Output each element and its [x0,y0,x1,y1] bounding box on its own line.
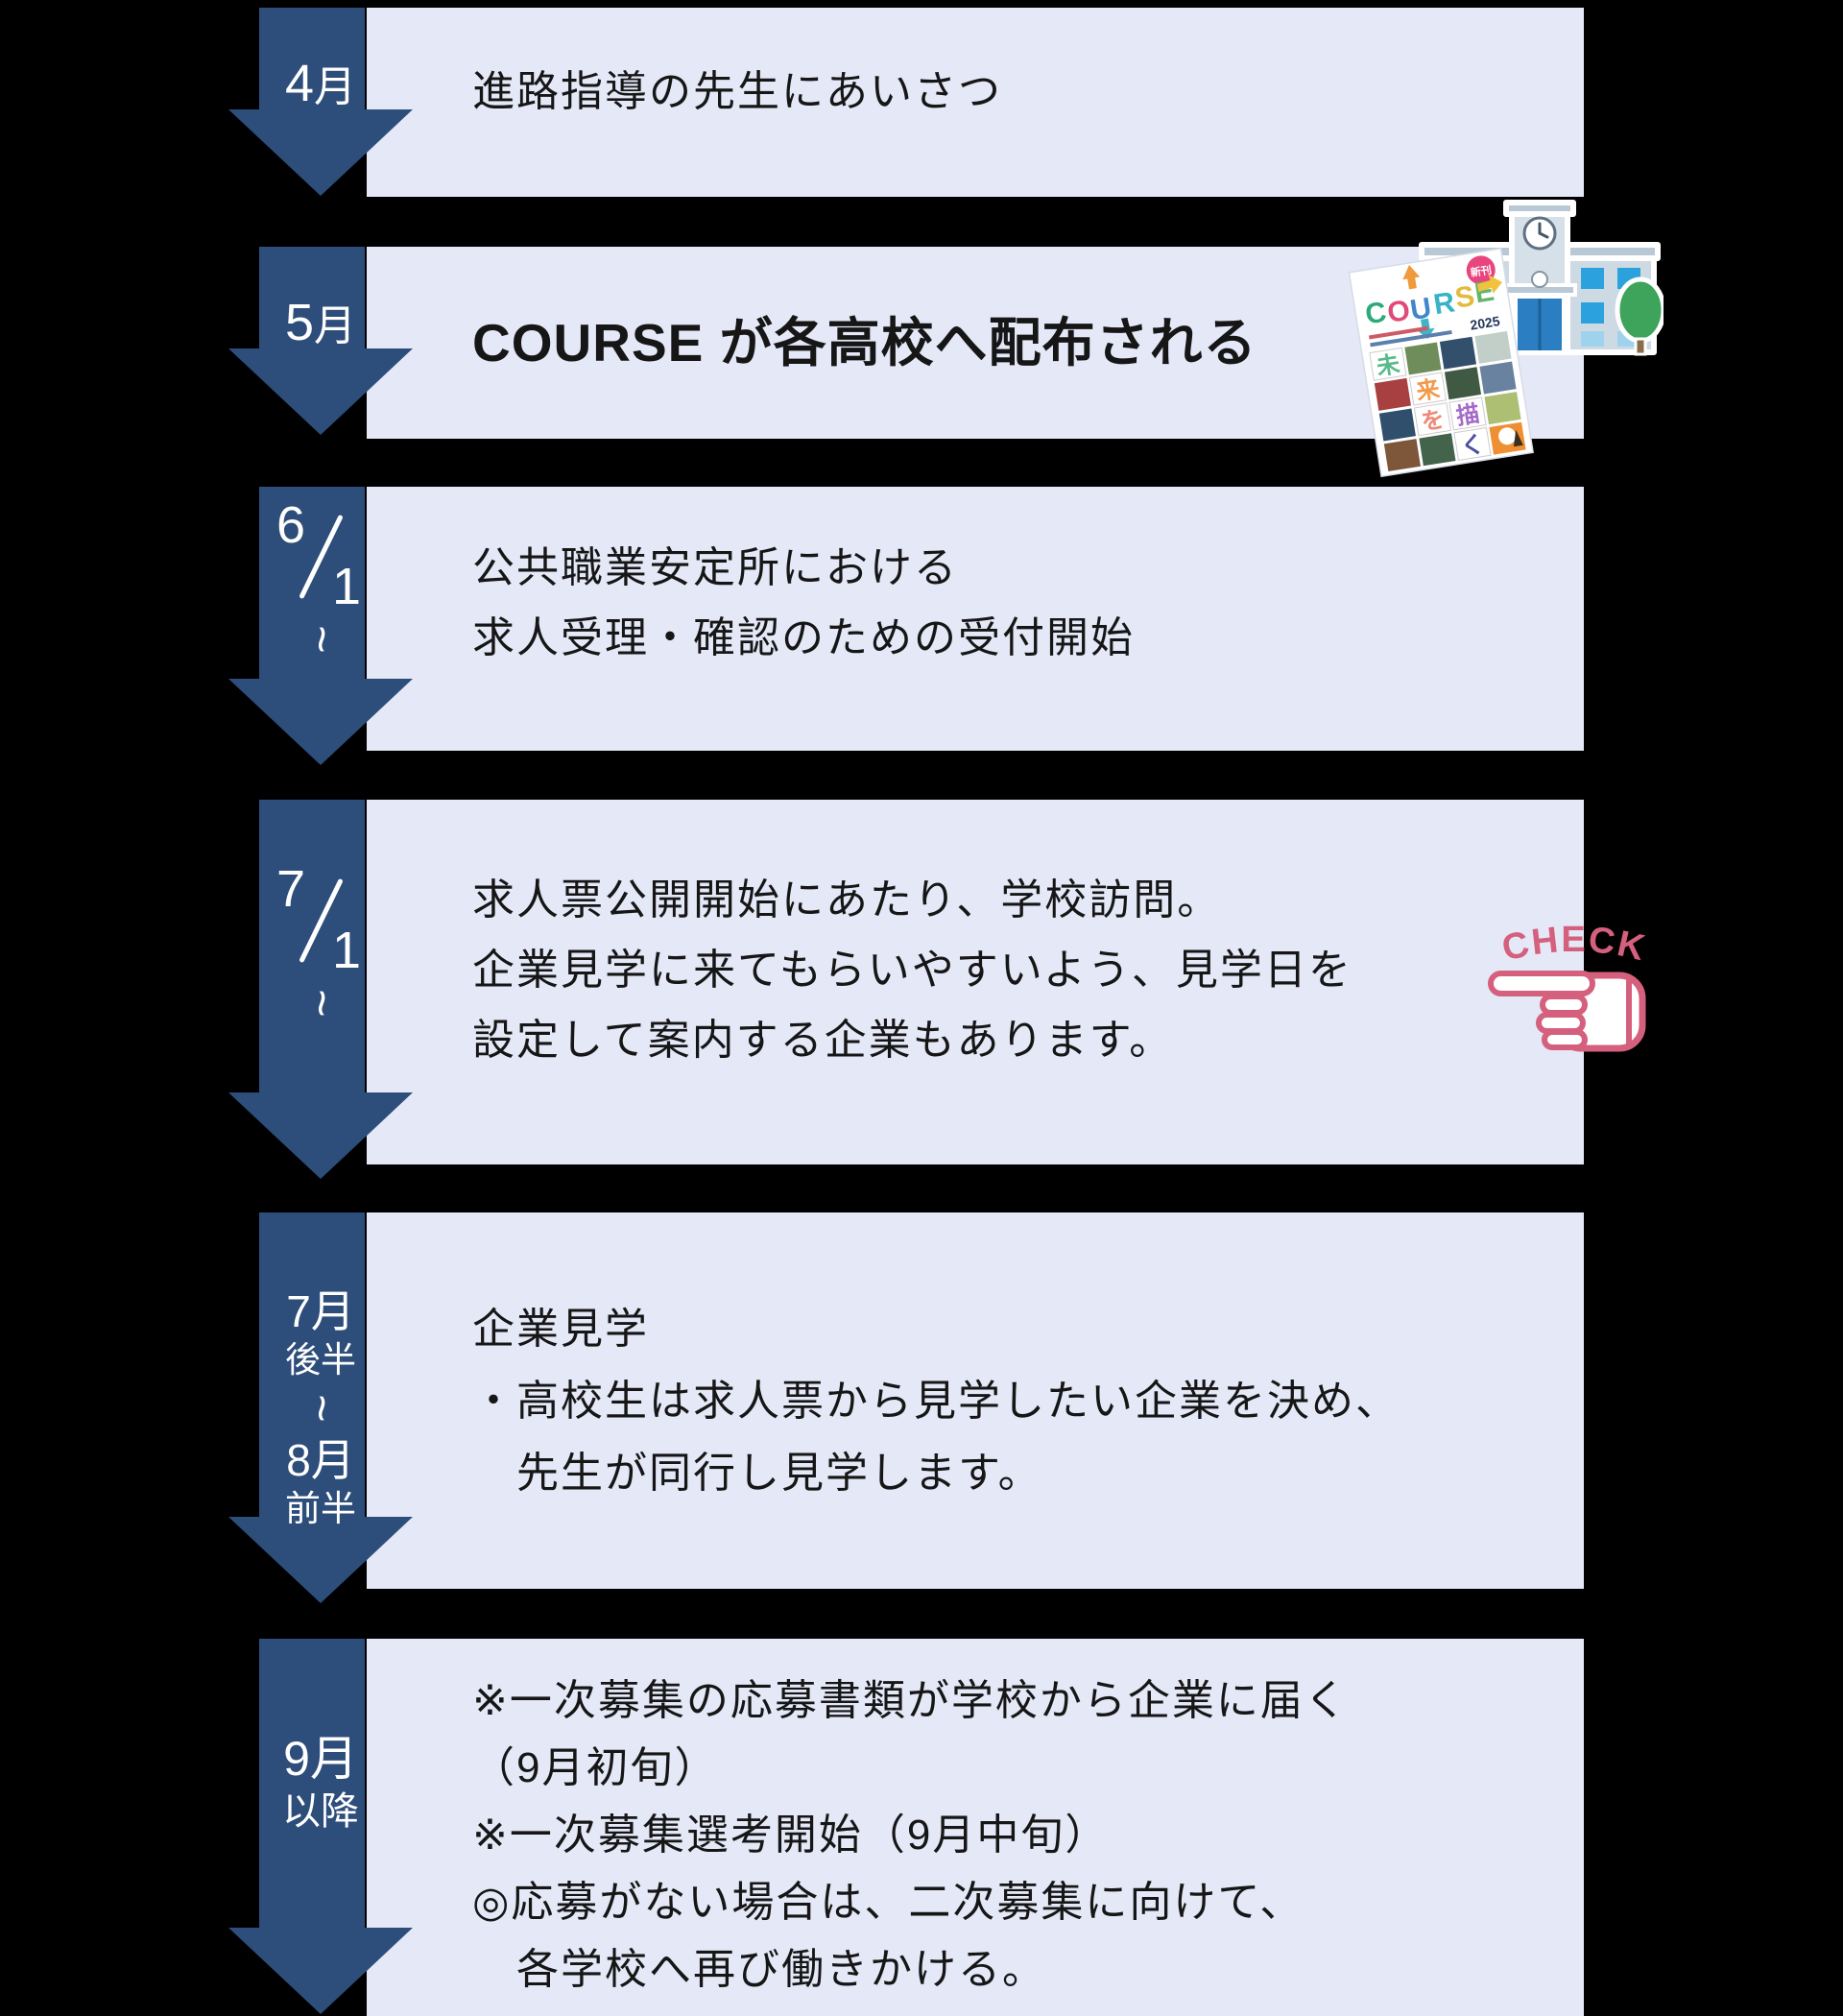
step-3-date-label: 6 1 ~ [228,487,413,679]
down-arrow-icon [228,1639,413,2014]
check-label: CHECK [1498,920,1650,970]
step-6-text-line3: ※一次募集選考開始（9月中旬） [472,1811,1110,1859]
step-6-text-line1: ※一次募集の応募書類が学校から企業に届く [472,1676,1349,1724]
step-6-date-label: 9月 以降 [228,1639,413,1928]
step-5-date-label: 7月 後半 ~ 8月 前半 [228,1212,413,1603]
timeline-step-6-arrow: 9月 以降 [228,1639,413,2014]
timeline-step-5-box: 企業見学 ・高校生は求人票から見学したい企業を決め、 先生が同行し見学します。 [367,1212,1584,1589]
down-arrow-icon [228,1212,413,1603]
step-5-text-line1: 企業見学 [472,1305,649,1353]
cover-kanji: く [1459,431,1486,460]
step-4-text-line1: 求人票公開開始にあたり、学校訪問。 [472,876,1222,924]
timeline-step-5-arrow: 7月 後半 ~ 8月 前半 [228,1212,413,1603]
step-5-text-line2: ・高校生は求人票から見学したい企業を決め、 [472,1377,1400,1425]
new-issue-badge [1466,255,1496,285]
cover-kanji: 来 [1415,375,1443,406]
step-2-text: COURSE が各高校へ配布される [472,312,1257,372]
school-emblem [1531,271,1548,288]
step-6-text-line5: 各学校へ再び働きかける。 [472,1945,1046,1993]
date-stack: 7月 後半 ~ 8月 前半 [285,1285,356,1528]
step-4-text-line3: 設定して案内する企業もあります。 [472,1016,1174,1064]
check-badge: CHECK [1488,920,1650,1052]
step-4-text-line2: 企業見学に来てもらいやすいよう、見学日を [472,946,1352,994]
step-1-text: 進路指導の先生にあいさつ [472,68,1002,115]
logo-letter: O [1385,295,1412,329]
down-arrow-icon [228,8,413,196]
cover-kanji: を [1420,406,1447,435]
tree-icon [1615,276,1663,344]
timeline-step-6-box: ※一次募集の応募書類が学校から企業に届く （9月初旬） ※一次募集選考開始（9月… [367,1639,1584,2016]
course-magazine-cover: 新刊 C O U R S E 2025 [1346,248,1538,482]
step-4-date-label: 7 1 ~ [228,800,413,1092]
svg-text:新刊: 新刊 [1470,263,1493,279]
date-fraction: 7 1 [276,859,361,979]
up-arrow-icon [1402,265,1421,290]
step-3-text-line2: 求人受理・確認のための受付開始 [472,613,1135,661]
subtitle-strip [1370,329,1452,348]
timeline-step-4-box: 求人票公開開始にあたり、学校訪問。 企業見学に来てもらいやすいよう、見学日を 設… [367,800,1584,1164]
down-arrow-icon [228,800,413,1179]
logo-letter: C [1363,297,1389,331]
cover-kanji: 未 [1375,351,1401,380]
step-5-text-line3: 先生が同行し見学します。 [472,1449,1042,1497]
timeline-step-1-box: 進路指導の先生にあいさつ [367,8,1584,197]
tilde-mark: ~ [295,988,349,1018]
magazine-year: 2025 [1469,313,1500,333]
timeline-step-3-box: 公共職業安定所における 求人受理・確認のための受付開始 [367,487,1584,751]
logo-letter: U [1408,292,1434,326]
step-6-text-line4: ◎応募がない場合は、二次募集に向けて、 [472,1878,1304,1926]
date-stack: 9月 以降 [282,1732,359,1833]
down-arrow-icon [228,487,413,765]
cover-kanji: 描 [1454,401,1481,430]
date-fraction: 6 1 [276,496,361,615]
cover-photo-grid: 未 来 を 描 く [1369,330,1526,472]
timeline-step-4-arrow: 7 1 ~ [228,800,413,1179]
timeline-step-3-arrow: 6 1 ~ [228,487,413,765]
pointing-hand-icon [1488,971,1646,1052]
step-6-text-line2: （9月初旬） [472,1743,719,1791]
tilde-mark: ~ [295,625,349,654]
right-arrow-icon [1477,275,1503,294]
tilde-mark: ~ [295,1393,349,1423]
pagoda-silhouette [1513,429,1523,447]
step-3-text-line1: 公共職業安定所における [472,543,958,591]
subtitle-strip [1368,325,1428,340]
down-arrow-icon [228,247,413,435]
